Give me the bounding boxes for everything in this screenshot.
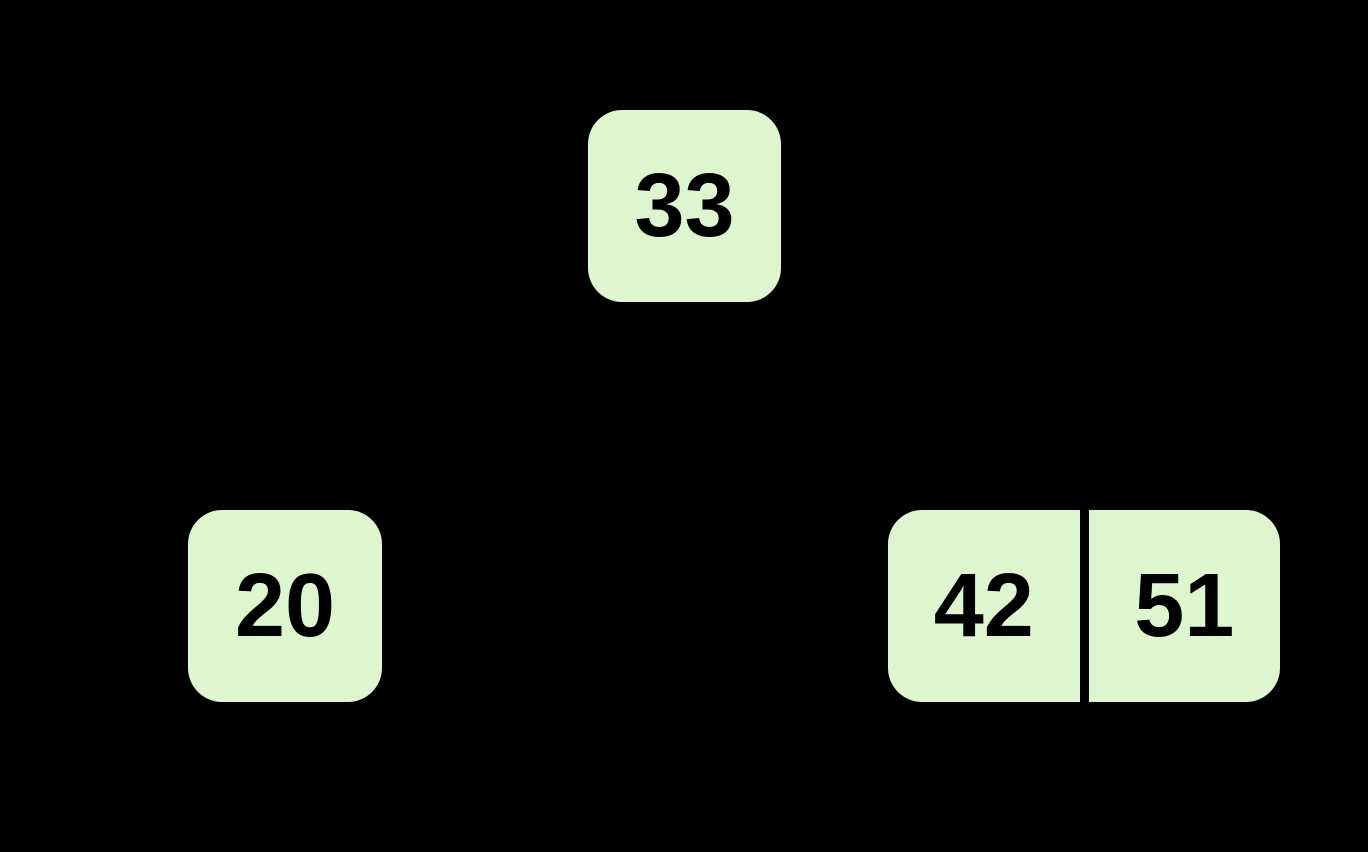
node-key: 20: [234, 556, 336, 656]
tree-node-left-child: 20: [188, 510, 382, 702]
node-key: 33: [634, 156, 735, 256]
tree-node-right-child: 42 51: [888, 510, 1280, 702]
node-key-divider: [1079, 510, 1089, 702]
node-key: 51: [1134, 556, 1235, 656]
node-key: 42: [933, 556, 1034, 656]
tree-node-root: 33: [588, 110, 781, 302]
